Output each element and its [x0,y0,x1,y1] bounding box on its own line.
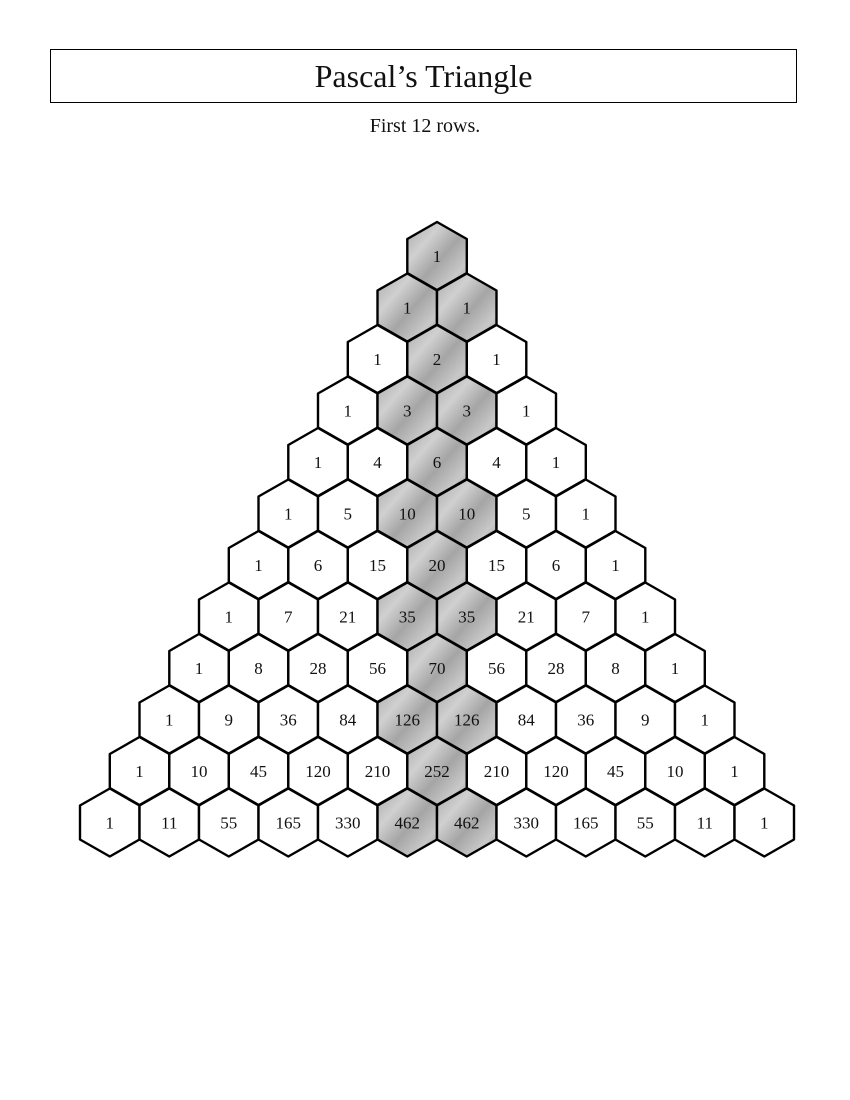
cell-value: 1 [135,762,144,781]
cell-value: 21 [339,608,356,627]
cell-value: 5 [522,505,531,524]
cell-value: 9 [641,711,650,730]
cell-value: 2 [433,350,442,369]
cell-value: 4 [492,453,501,472]
cell-value: 6 [552,556,561,575]
cell-value: 1 [165,711,174,730]
cell-value: 20 [429,556,446,575]
cell-value: 10 [399,505,416,524]
cell-value: 330 [335,814,361,833]
cell-value: 6 [314,556,323,575]
cell-value: 10 [667,762,684,781]
cell-value: 1 [611,556,620,575]
cell-value: 1 [106,814,115,833]
cell-value: 28 [548,659,565,678]
cell-value: 56 [488,659,505,678]
cell-value: 1 [730,762,739,781]
cell-value: 120 [543,762,569,781]
cell-value: 55 [220,814,237,833]
cell-value: 10 [458,505,475,524]
cell-value: 84 [518,711,536,730]
cell-value: 1 [552,453,561,472]
cell-value: 1 [492,350,501,369]
cell-value: 1 [463,299,472,318]
cell-value: 36 [577,711,594,730]
cell-value: 1 [284,505,293,524]
hex-cell [733,787,796,858]
cell-value: 1 [344,402,353,421]
cell-value: 1 [403,299,412,318]
page-title: Pascal’s Triangle [314,57,533,94]
cell-value: 8 [611,659,620,678]
cell-value: 1 [760,814,769,833]
cell-value: 1 [433,247,442,266]
page-subtitle: First 12 rows. [369,115,481,137]
cell-value: 35 [399,608,416,627]
cell-value: 3 [463,402,472,421]
cell-value: 1 [671,659,680,678]
cell-value: 120 [305,762,331,781]
cell-value: 11 [161,814,177,833]
cell-value: 7 [582,608,591,627]
cell-value: 35 [458,608,475,627]
cell-value: 9 [225,711,234,730]
cell-value: 45 [250,762,267,781]
cell-value: 165 [573,814,599,833]
cell-value: 45 [607,762,624,781]
cell-value: 1 [195,659,204,678]
cell-value: 462 [454,814,480,833]
cell-value: 1 [582,505,591,524]
cell-value: 126 [454,711,480,730]
cell-value: 1 [701,711,710,730]
cell-value: 126 [395,711,421,730]
cell-value: 8 [254,659,263,678]
cell-value: 1 [314,453,323,472]
cell-value: 10 [191,762,208,781]
cell-value: 210 [365,762,391,781]
cell-value: 330 [514,814,540,833]
cell-value: 1 [254,556,263,575]
title-box: Pascal’s Triangle [50,49,797,103]
cell-value: 1 [373,350,382,369]
cell-value: 28 [310,659,327,678]
cell-value: 1 [225,608,234,627]
cell-value: 252 [424,762,450,781]
cell-value: 15 [488,556,505,575]
cell-value: 5 [344,505,353,524]
cell-value: 3 [403,402,412,421]
cell-value: 1 [522,402,531,421]
cell-value: 56 [369,659,386,678]
cell-value: 70 [429,659,446,678]
cell-value: 84 [339,711,357,730]
cell-value: 210 [484,762,510,781]
cell-value: 165 [276,814,302,833]
cell-value: 4 [373,453,382,472]
cell-value: 462 [395,814,421,833]
cell-value: 1 [641,608,650,627]
cell-value: 6 [433,453,442,472]
cell-value: 21 [518,608,535,627]
cell-value: 11 [697,814,713,833]
cell-value: 7 [284,608,293,627]
cell-value: 15 [369,556,386,575]
cell-value: 55 [637,814,654,833]
cell-value: 36 [280,711,297,730]
